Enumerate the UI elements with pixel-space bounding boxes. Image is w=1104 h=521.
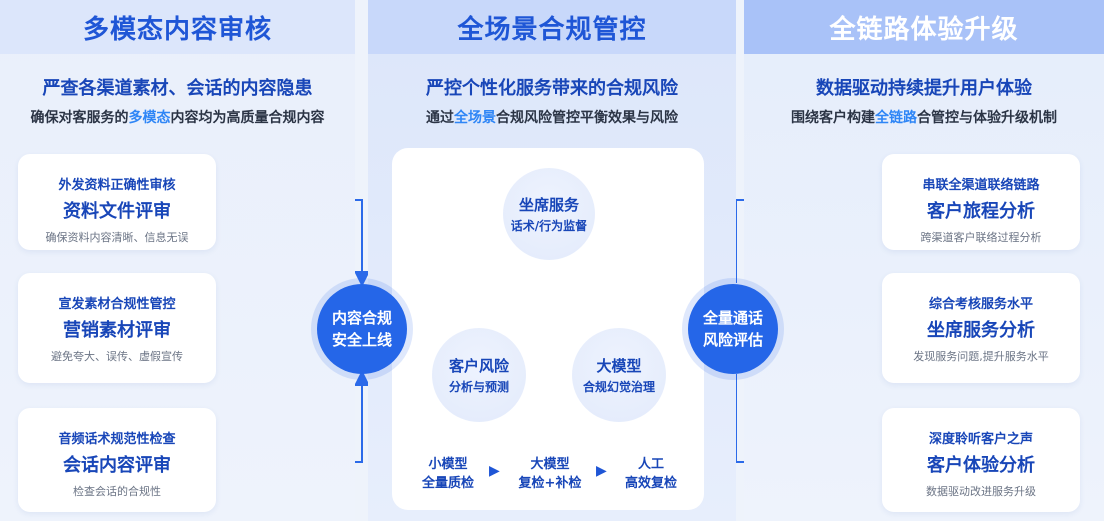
middle-header: 全场景合规管控 (368, 0, 736, 54)
circle-risk-assessment: 全量通话 风险评估 (688, 284, 778, 374)
right-description: 围绕客户构建全链路合管控与体验升级机制 (791, 110, 1057, 126)
card-marketing-review: 宣发素材合规性管控 营销素材评审 避免夸大、误传、虚假宣传 (18, 273, 216, 383)
card-agent-analysis: 综合考核服务水平 坐席服务分析 发现服务问题,提升服务水平 (882, 273, 1080, 383)
right-header: 全链路体验升级 (744, 0, 1104, 54)
right-highlight: 全链路 (875, 110, 917, 126)
left-highlight: 多模态 (128, 110, 171, 126)
bubble-large-model: 大模型 合规幻觉治理 (572, 328, 666, 422)
left-column: 多模态内容审核 严查各渠道素材、会话的内容隐患 确保对客服务的多模态内容均为高质… (0, 0, 355, 521)
flow-step-manual: 人工 高效复检 (624, 457, 677, 491)
middle-subtitle: 严控个性化服务带来的合规风险 (426, 78, 678, 99)
flow-arrow-icon: ▶ (596, 463, 607, 479)
card-document-review: 外发资料正确性审核 资料文件评审 确保资料内容清晰、信息无误 (18, 154, 216, 250)
left-subtitle: 严查各渠道素材、会话的内容隐患 (42, 78, 313, 99)
bubble-customer-risk: 客户风险 分析与预测 (432, 328, 526, 422)
card-conversation-review: 音频话术规范性检查 会话内容评审 检查会话的合规性 (18, 408, 216, 512)
left-header: 多模态内容审核 (0, 0, 355, 54)
left-description: 确保对客服务的多模态内容均为高质量合规内容 (30, 110, 325, 126)
middle-description: 通过全场景合规风险管控平衡效果与风险 (426, 110, 678, 126)
card-customer-journey: 串联全渠道联络链路 客户旅程分析 跨渠道客户联络过程分析 (882, 154, 1080, 250)
flow-step-large-model: 大模型 复检+补检 (518, 457, 582, 491)
flow-step-small-model: 小模型 全量质检 (421, 457, 474, 491)
right-subtitle: 数据驱动持续提升用户体验 (816, 78, 1032, 99)
bubble-agent-service: 坐席服务 话术/行为监督 (503, 168, 595, 260)
card-customer-experience: 深度聆听客户之声 客户体验分析 数据驱动改进服务升级 (882, 408, 1080, 512)
middle-highlight: 全场景 (454, 110, 496, 126)
flow-arrow-icon: ▶ (489, 463, 500, 479)
circle-content-compliance: 内容合规 安全上线 (317, 284, 407, 374)
